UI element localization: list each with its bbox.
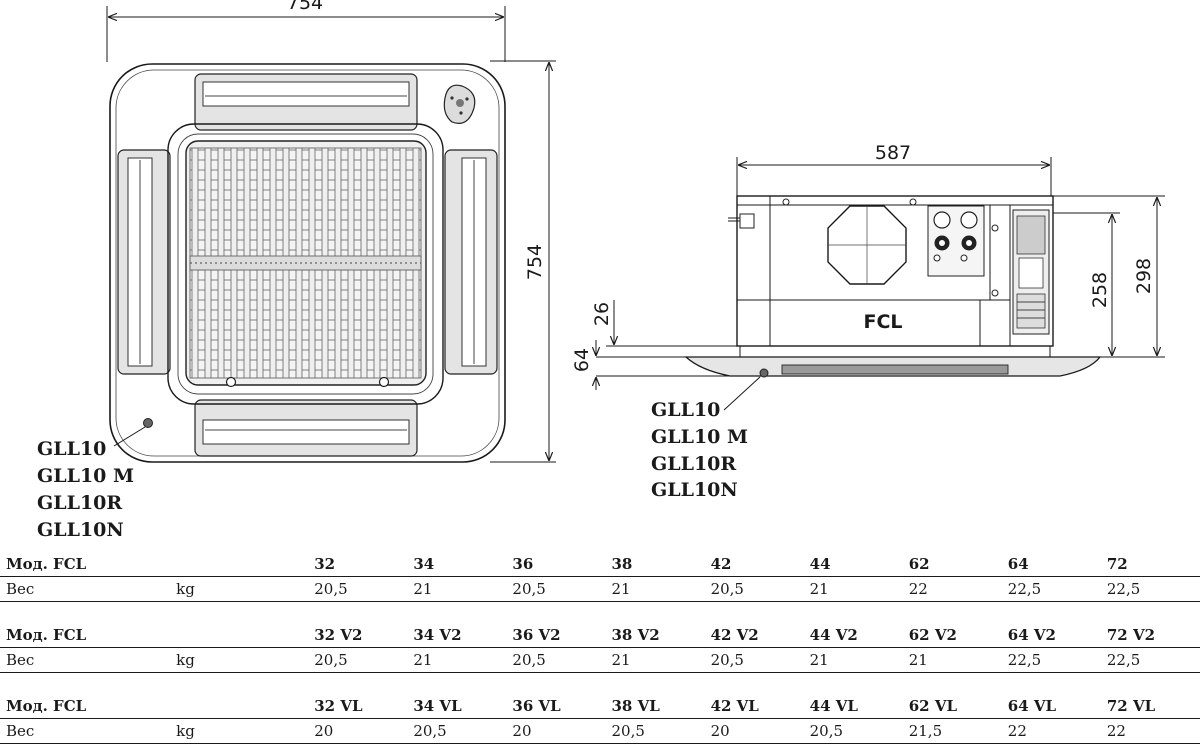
header-label: Мод. FCL [0,623,171,648]
weight-cell: 20,5 [308,576,408,602]
weight-cell: 20 [506,718,606,744]
row-label: Вес [0,718,171,744]
weight-cell: 22 [1001,718,1101,744]
table-weight-row: Вес kg 20 20,5 20 20,5 20 20,5 21,5 22 2… [0,718,1200,744]
side-model-label-3: GLL10R [651,453,736,475]
weight-tables: Мод. FCL 32 34 36 38 42 44 62 64 72 Вес … [0,552,1200,744]
weight-cell: 21 [407,576,507,602]
model-cell: 42 V2 [704,623,804,648]
weight-cell: 21 [605,647,705,673]
model-cell: 72 VL [1100,694,1200,719]
table-header-row: Мод. FCL 32 VL 34 VL 36 VL 38 VL 42 VL 4… [0,694,1200,719]
weight-cell: 20,5 [506,647,606,673]
unit-label: FCL [863,311,902,333]
model-cell: 44 [803,552,903,577]
front-height-dimension: 754 [524,244,546,280]
model-cell: 42 VL [704,694,804,719]
model-cell: 34 [407,552,507,577]
weight-cell: 22,5 [1100,576,1200,602]
weight-cell: 22,5 [1001,647,1101,673]
model-cell: 42 [704,552,804,577]
front-view: 754 754 [37,0,556,541]
model-cell: 34 V2 [407,623,507,648]
model-cell: 44 V2 [803,623,903,648]
side-model-label-4: GLL10N [651,479,738,501]
side-model-label-2: GLL10 M [651,426,748,448]
weight-cell: 20,5 [605,718,705,744]
weight-cell: 20,5 [407,718,507,744]
model-cell: 62 V2 [902,623,1002,648]
model-cell: 32 VL [308,694,408,719]
model-cell: 44 VL [803,694,903,719]
panel-dimension: 64 [571,348,593,372]
model-cell: 36 [506,552,606,577]
model-cell: 64 V2 [1001,623,1101,648]
weight-cell: 20 [308,718,408,744]
weight-table-2: Мод. FCL 32 V2 34 V2 36 V2 38 V2 42 V2 4… [0,623,1200,673]
weight-cell: 22 [902,576,1002,602]
weight-table-1: Мод. FCL 32 34 36 38 42 44 62 64 72 Вес … [0,552,1200,602]
front-model-label-4: GLL10N [37,519,124,541]
unit-cell: kg [170,576,309,602]
front-model-label-1: GLL10 [37,438,106,460]
model-cell: 38 V2 [605,623,705,648]
weight-cell: 21 [803,647,903,673]
row-label: Вес [0,576,171,602]
weight-cell: 21 [605,576,705,602]
header-label: Мод. FCL [0,552,171,577]
weight-cell: 20,5 [308,647,408,673]
table-header-row: Мод. FCL 32 34 36 38 42 44 62 64 72 [0,552,1200,577]
weight-cell: 20,5 [704,647,804,673]
model-cell: 38 VL [605,694,705,719]
model-cell: 36 V2 [506,623,606,648]
weight-cell: 22 [1100,718,1200,744]
weight-cell: 20,5 [704,576,804,602]
model-cell: 72 [1100,552,1200,577]
model-cell: 62 VL [902,694,1002,719]
weight-cell: 22,5 [1001,576,1101,602]
model-cell: 72 V2 [1100,623,1200,648]
table-weight-row: Вес kg 20,5 21 20,5 21 20,5 21 21 22,5 2… [0,647,1200,673]
side-width-dimension: 587 [875,142,911,164]
model-cell: 32 V2 [308,623,408,648]
unit-cell: kg [170,647,309,673]
model-cell: 62 [902,552,1002,577]
total-height-dimension: 298 [1133,258,1155,294]
gap-dimension: 26 [591,302,613,326]
weight-cell: 20 [704,718,804,744]
weight-cell: 21 [902,647,1002,673]
weight-cell: 20,5 [506,576,606,602]
unit-height-dimension: 258 [1089,272,1111,308]
table-header-row: Мод. FCL 32 V2 34 V2 36 V2 38 V2 42 V2 4… [0,623,1200,648]
model-cell: 64 VL [1001,694,1101,719]
row-label: Вес [0,647,171,673]
weight-cell: 21 [407,647,507,673]
side-view: 587 [571,142,1165,501]
model-cell: 64 [1001,552,1101,577]
technical-drawing: 754 754 [37,0,1165,541]
front-width-dimension: 754 [287,0,323,14]
weight-cell: 20,5 [803,718,903,744]
model-cell: 32 [308,552,408,577]
front-model-label-2: GLL10 M [37,465,134,487]
weight-cell: 22,5 [1100,647,1200,673]
side-model-label-1: GLL10 [651,399,720,421]
header-label: Мод. FCL [0,694,171,719]
model-cell: 34 VL [407,694,507,719]
model-cell: 38 [605,552,705,577]
weight-cell: 21,5 [902,718,1002,744]
weight-cell: 21 [803,576,903,602]
weight-table-3: Мод. FCL 32 VL 34 VL 36 VL 38 VL 42 VL 4… [0,694,1200,744]
model-cell: 36 VL [506,694,606,719]
table-weight-row: Вес kg 20,5 21 20,5 21 20,5 21 22 22,5 2… [0,576,1200,602]
front-model-label-3: GLL10R [37,492,122,514]
unit-cell: kg [170,718,309,744]
